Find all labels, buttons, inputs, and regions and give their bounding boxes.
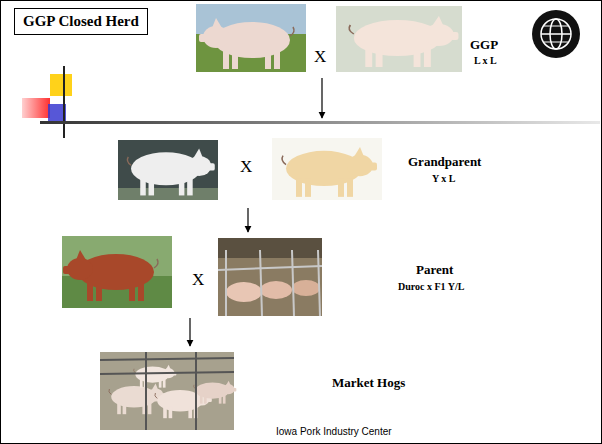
- pen-photo: [100, 352, 236, 430]
- source-note: Iowa Pork Industry Center: [276, 426, 392, 438]
- generation-label: Grandparent: [408, 155, 481, 170]
- flow-arrow: [190, 78, 322, 346]
- crate-photo: [218, 238, 322, 316]
- decoration: [22, 66, 600, 138]
- cross-label: L x L: [474, 55, 497, 67]
- pig-photo: [336, 6, 462, 72]
- generation-label: GGP: [470, 38, 498, 53]
- globe-logo: [532, 10, 580, 58]
- cross-label: Y x L: [432, 173, 456, 185]
- cross-symbol: X: [314, 47, 326, 67]
- pig-photo: [196, 4, 306, 72]
- pig-photo: [118, 140, 218, 200]
- generation-label: Parent: [416, 263, 453, 278]
- pig-photo: [272, 138, 382, 200]
- pig-photo: [62, 236, 172, 308]
- generation-label: Market Hogs: [332, 376, 405, 391]
- cross-symbol: X: [192, 270, 204, 290]
- cross-symbol: X: [240, 157, 252, 177]
- cross-label: Duroc x F1 Y/L: [398, 281, 464, 293]
- box-title: GGP Closed Herd: [15, 9, 147, 34]
- title-box: GGP Closed Herd: [14, 8, 148, 35]
